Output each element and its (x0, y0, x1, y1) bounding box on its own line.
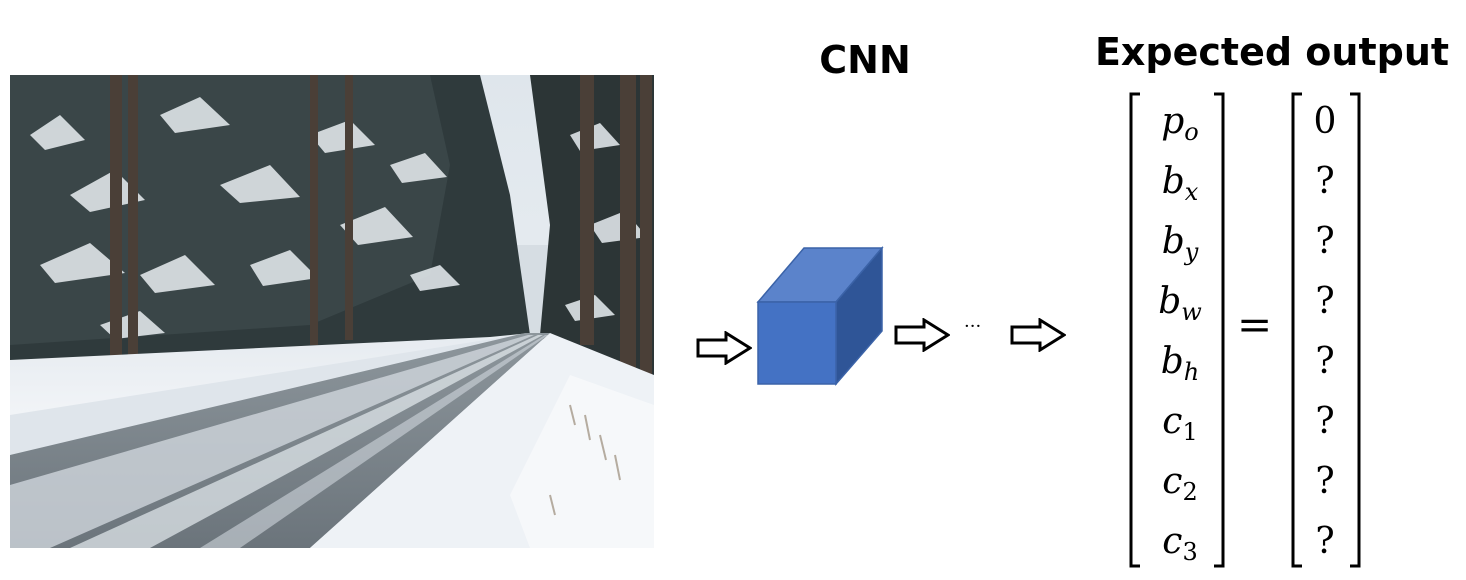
vector-entry: c2 (1162, 461, 1198, 506)
vector-value: ? (1315, 221, 1335, 262)
right-vector-open-bracket (1291, 92, 1302, 568)
vector-entry: po (1161, 101, 1199, 146)
vector-entry: bx (1161, 161, 1199, 206)
vector-entry: c1 (1162, 401, 1198, 446)
arrow-right-icon (894, 318, 950, 352)
cnn-title: CNN (819, 38, 911, 82)
vector-entry: by (1161, 221, 1199, 266)
arrow-right-icon (696, 331, 752, 365)
vector-value: ? (1315, 461, 1335, 502)
cnn-cube (756, 245, 884, 387)
vector-entry: bh (1160, 341, 1200, 386)
left-vector-open-bracket (1129, 92, 1140, 568)
vector-value: ? (1315, 281, 1335, 322)
equals-sign: = (1237, 300, 1273, 349)
left-vector-close-bracket (1214, 92, 1225, 568)
ellipsis: ··· (964, 316, 982, 337)
right-vector-close-bracket (1350, 92, 1361, 568)
vector-value: 0 (1313, 101, 1337, 142)
vector-entry: c3 (1162, 521, 1198, 566)
vector-entry: bw (1158, 281, 1202, 326)
snowy-road-photo (10, 75, 654, 548)
vector-value: ? (1315, 341, 1335, 382)
vector-value: ? (1315, 521, 1335, 562)
vector-value: ? (1315, 401, 1335, 442)
arrow-right-icon (1010, 318, 1066, 352)
vector-value: ? (1315, 161, 1335, 202)
expected-output-title: Expected output (1094, 30, 1450, 74)
